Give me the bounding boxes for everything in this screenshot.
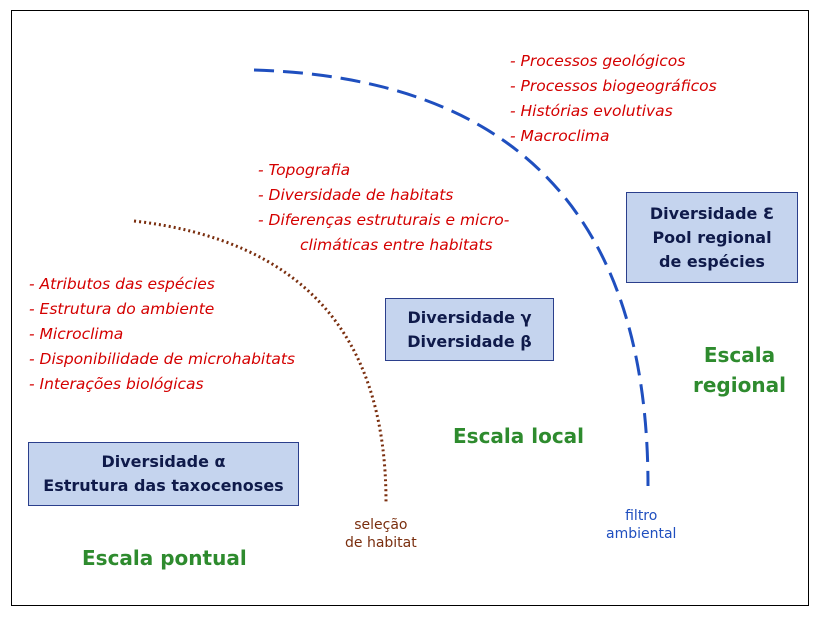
regional-factor: - Macroclima — [510, 127, 610, 145]
regional-factors-list: - Processos geológicos - Processos bioge… — [510, 49, 717, 149]
alpha-diversity-box: Diversidade α Estrutura das taxocenoses — [28, 442, 299, 506]
scale-regional-line: regional — [693, 373, 786, 397]
environmental-filter-label: filtro ambiental — [606, 507, 676, 543]
filter-label-line: de habitat — [345, 535, 417, 551]
local-factors-list: - Topografia - Diversidade de habitats -… — [258, 158, 509, 258]
box-line: Estrutura das taxocenoses — [43, 476, 284, 495]
local-factor: - Diferenças estruturais e micro- — [258, 211, 510, 229]
scale-regional-label: Escala regional — [693, 340, 786, 400]
regional-factor: - Histórias evolutivas — [510, 102, 673, 120]
epsilon-diversity-box: Diversidade Ɛ Pool regional de espécies — [626, 192, 798, 283]
pontual-factor: - Disponibilidade de microhabitats — [29, 350, 295, 368]
filter-label-line: ambiental — [606, 526, 677, 542]
filter-label-line: seleção — [354, 517, 408, 533]
box-line: de espécies — [659, 251, 765, 271]
scale-regional-line: Escala — [703, 343, 776, 367]
box-line: Pool regional — [652, 227, 772, 247]
box-line: Diversidade β — [407, 331, 532, 351]
local-factor: - Topografia — [258, 161, 351, 179]
pontual-factor: - Atributos das espécies — [29, 275, 215, 293]
scale-local-label: Escala local — [453, 424, 585, 448]
diagram-frame — [11, 10, 809, 606]
pontual-factor: - Interações biológicas — [29, 375, 204, 393]
box-line: Diversidade α — [101, 452, 226, 471]
pontual-factors-list: - Atributos das espécies - Estrutura do … — [29, 272, 295, 397]
pontual-factor: - Microclima — [29, 325, 124, 343]
filter-label-line: filtro — [625, 508, 658, 524]
habitat-selection-arc — [133, 219, 388, 503]
box-line: Diversidade Ɛ — [649, 203, 775, 223]
regional-factor: - Processos biogeográficos — [510, 77, 717, 95]
pontual-factor: - Estrutura do ambiente — [29, 300, 215, 318]
local-factor: climáticas entre habitats — [300, 236, 493, 254]
environmental-filter-arc — [253, 68, 650, 487]
local-factor: - Diversidade de habitats — [258, 186, 454, 204]
scale-pontual-label: Escala pontual — [82, 546, 247, 570]
habitat-selection-label: seleção de habitat — [345, 516, 417, 552]
regional-factor: - Processos geológicos — [510, 52, 686, 70]
gamma-beta-diversity-box: Diversidade γ Diversidade β — [385, 298, 554, 361]
box-line: Diversidade γ — [407, 307, 532, 327]
